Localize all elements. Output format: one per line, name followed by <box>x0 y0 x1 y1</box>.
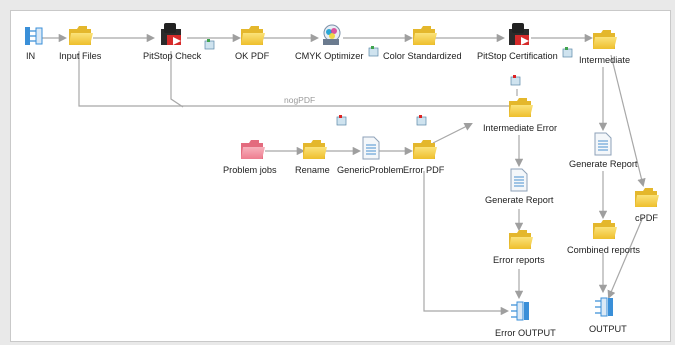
node-label: PitStop Certification <box>477 51 558 61</box>
edge-intermediate-cpdf <box>610 54 646 188</box>
node-label: Color Standardized <box>383 51 462 61</box>
node-label: Problem jobs <box>223 165 277 175</box>
folder-icon <box>69 26 93 45</box>
connector-properties-icon <box>510 75 521 86</box>
node-label: Input Files <box>59 51 102 61</box>
node-intermediate-error[interactable]: Intermediate Error <box>483 98 557 133</box>
node-label: CMYK Optimizer <box>295 51 363 61</box>
pitstop-app-icon <box>509 23 529 45</box>
connector-properties-icon <box>562 47 573 58</box>
node-error-output[interactable]: Error OUTPUT <box>495 301 556 338</box>
folder-icon <box>509 230 533 249</box>
document-icon <box>362 136 380 160</box>
node-color-standardized[interactable]: Color Standardized <box>383 26 462 61</box>
folder-icon <box>241 26 265 45</box>
edge-errorpdf-interr <box>432 123 473 144</box>
network-output-icon <box>595 297 613 317</box>
folder-icon <box>413 140 437 159</box>
connections: nogPDF <box>39 33 646 316</box>
edge-cpdf-output <box>607 216 644 299</box>
node-label: Intermediate Error <box>483 123 557 133</box>
folder-icon <box>593 220 617 239</box>
edge-inputfiles-nogpdf <box>78 51 519 111</box>
node-label: Error reports <box>493 255 545 265</box>
node-label: Combined reports <box>567 245 640 255</box>
node-cpdf[interactable]: cPDF <box>635 188 659 223</box>
node-generate-report-error[interactable]: Generate Report <box>485 168 554 205</box>
connector-badges <box>204 39 573 126</box>
node-label: Error OUTPUT <box>495 328 556 338</box>
node-input-files[interactable]: Input Files <box>59 26 102 61</box>
document-icon <box>594 132 612 156</box>
folder-icon <box>593 30 617 49</box>
node-intermediate[interactable]: Intermediate <box>579 30 630 65</box>
node-generic-problem[interactable]: GenericProblem <box>337 136 404 175</box>
node-label: PitStop Check <box>143 51 202 61</box>
network-output-icon <box>511 301 529 321</box>
node-label: cPDF <box>635 213 658 223</box>
node-combined-reports[interactable]: Combined reports <box>567 220 640 255</box>
folder-icon <box>413 26 437 45</box>
connector-properties-icon <box>416 115 427 126</box>
pitstop-app-icon <box>161 23 181 45</box>
node-cmyk-optimizer[interactable]: CMYK Optimizer <box>295 24 363 61</box>
node-label: OK PDF <box>235 51 270 61</box>
node-label: Rename <box>295 165 330 175</box>
problem-folder-icon <box>241 140 265 159</box>
document-icon <box>510 168 528 192</box>
node-label: OUTPUT <box>589 324 627 334</box>
node-error-pdf[interactable]: Error PDF <box>403 140 445 175</box>
node-generate-report[interactable]: Generate Report <box>569 132 638 169</box>
node-error-reports[interactable]: Error reports <box>493 230 545 265</box>
folder-icon <box>635 188 659 207</box>
node-ok-pdf[interactable]: OK PDF <box>235 26 270 61</box>
node-in[interactable]: IN <box>25 27 43 61</box>
node-pitstop-check[interactable]: PitStop Check <box>143 23 202 61</box>
node-pitstop-certification[interactable]: PitStop Certification <box>477 23 558 61</box>
folder-icon <box>303 140 327 159</box>
node-label: Error PDF <box>403 165 445 175</box>
folder-icon <box>509 98 533 117</box>
connector-properties-icon <box>368 46 379 57</box>
node-label: Generate Report <box>569 159 638 169</box>
node-label: Intermediate <box>579 55 630 65</box>
workflow-diagram: nogPDF IN Input Files <box>25 23 659 338</box>
edge-errorpdf-erroutput <box>423 171 510 316</box>
optimizer-app-icon <box>323 24 341 45</box>
node-label: GenericProblem <box>337 165 404 175</box>
network-input-icon <box>25 27 43 45</box>
workflow-canvas[interactable]: nogPDF IN Input Files <box>10 10 671 342</box>
edge-pitstopcheck-nogpdf <box>170 51 184 108</box>
node-output[interactable]: OUTPUT <box>589 297 627 334</box>
node-problem-jobs[interactable]: Problem jobs <box>223 140 277 175</box>
connection-label-nogpdf: nogPDF <box>284 95 315 105</box>
connector-properties-icon <box>204 39 215 50</box>
node-label: IN <box>26 51 35 61</box>
connector-properties-icon <box>336 115 347 126</box>
node-label: Generate Report <box>485 195 554 205</box>
node-rename[interactable]: Rename <box>295 140 330 175</box>
